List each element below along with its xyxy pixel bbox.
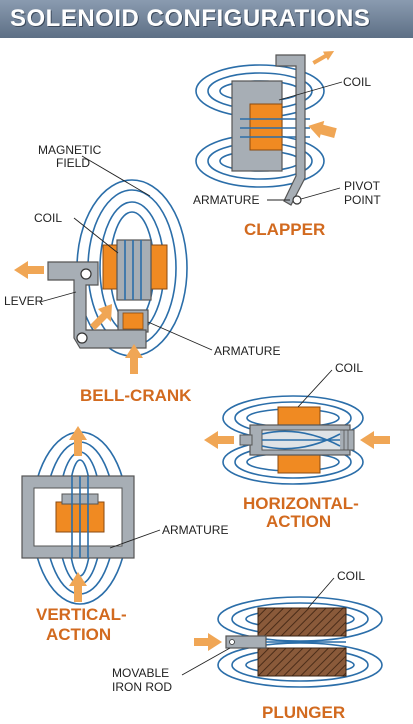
vertical-arrow-up [69,426,87,456]
plunger-diagram: COIL MOVABLE IRON ROD PLUNGER [112,569,383,722]
vertical-arrow-down [69,572,87,602]
horizontal-caption-2: ACTION [266,512,331,531]
bell-crank-lever [47,261,147,349]
page-title: SOLENOID CONFIGURATIONS [10,5,371,32]
magnetic-label-1: MAGNETIC [38,143,102,157]
bell-crank-coil-label: COIL [34,211,62,225]
lever-label: LEVER [4,294,44,308]
plunger-arrow-right [194,633,222,651]
pivot-label-2: POINT [344,193,381,207]
pivot-label-1: PIVOT [344,179,381,193]
clapper-diagram: COIL ARMATURE PIVOT POINT CLAPPER [193,51,381,239]
plunger-coil-bottom [257,647,347,677]
vertical-action-diagram: ARMATURE VERTICAL- ACTION [21,426,228,644]
magnetic-label-2: FIELD [56,156,90,170]
vertical-caption-2: ACTION [46,625,111,644]
rod-label-1: MOVABLE [112,666,169,680]
clapper-armature-label: ARMATURE [193,193,259,207]
horizontal-caption-1: HORIZONTAL- [243,494,359,513]
clapper-coil-label: COIL [343,75,371,89]
bell-crank-arrow-left [14,261,44,279]
horizontal-coil-label: COIL [335,361,363,375]
horizontal-arrow-left [204,431,234,449]
clapper-armature [275,54,306,206]
horizontal-action-diagram: COIL HORIZONTAL- ACTION [204,361,390,531]
pivot-point-icon [292,195,302,205]
clapper-arrow-side [308,120,337,139]
vertical-caption-1: VERTICAL- [36,605,127,624]
bell-crank-arrow-diag [90,304,112,330]
horizontal-arrow-right [360,431,390,449]
plunger-coil-top [257,607,347,637]
bell-crank-arrow-up [125,344,143,374]
horizontal-coil-top [277,406,321,426]
bell-crank-armature-label: ARMATURE [214,344,280,358]
clapper-caption: CLAPPER [244,220,325,239]
clapper-coil [249,103,283,151]
rod-label-2: IRON ROD [112,680,172,694]
bell-crank-caption: BELL-CRANK [80,386,192,405]
bell-crank-diagram: MAGNETIC FIELD COIL LEVER ARMATURE BELL-… [4,143,280,405]
horizontal-coil-bottom [277,454,321,474]
clapper-arrow-top [312,51,335,65]
plunger-coil-label: COIL [337,569,365,583]
plunger-caption: PLUNGER [262,703,345,722]
title-bar: SOLENOID CONFIGURATIONS [0,0,413,38]
vertical-armature-label: ARMATURE [162,523,228,537]
